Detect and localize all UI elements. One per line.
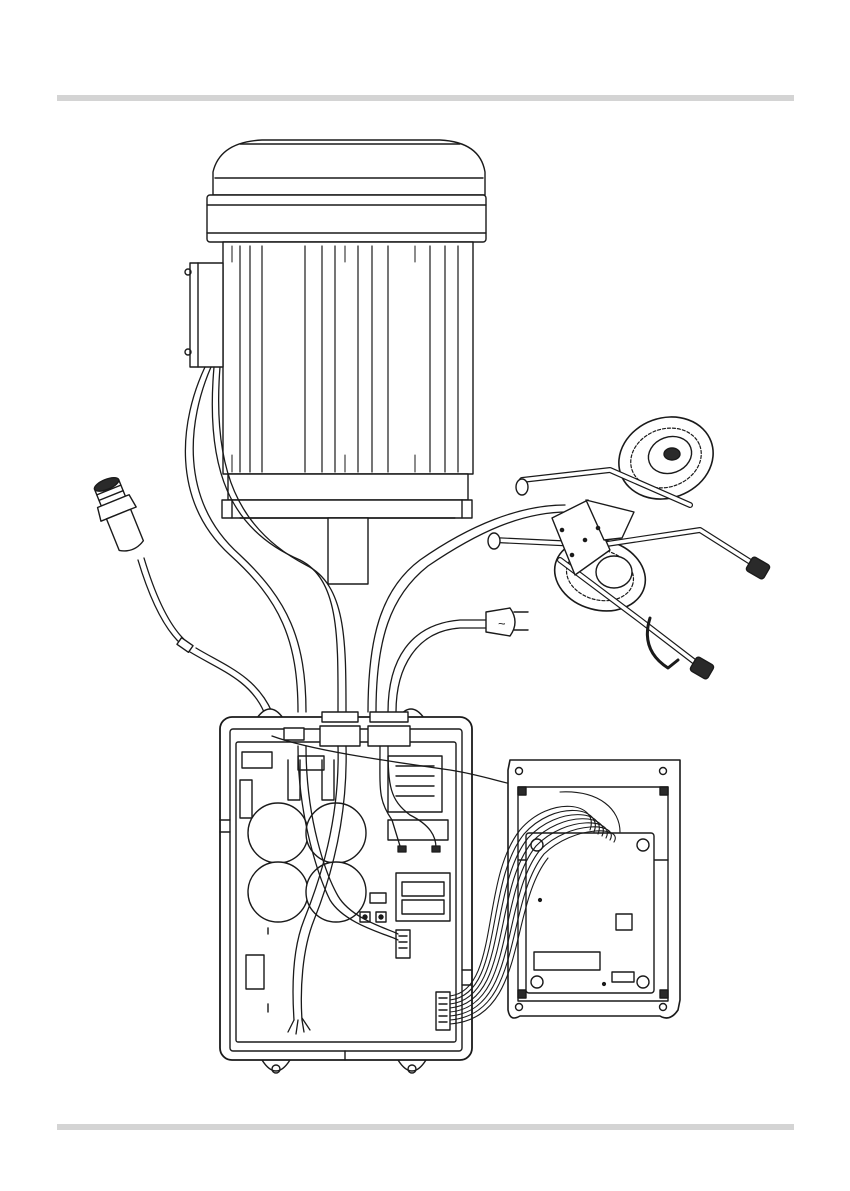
plug-symbol: ~ bbox=[498, 616, 506, 631]
power-plug: ~ bbox=[486, 608, 528, 636]
motor bbox=[185, 140, 486, 584]
trolley bbox=[488, 404, 771, 680]
control-board bbox=[508, 760, 680, 1018]
